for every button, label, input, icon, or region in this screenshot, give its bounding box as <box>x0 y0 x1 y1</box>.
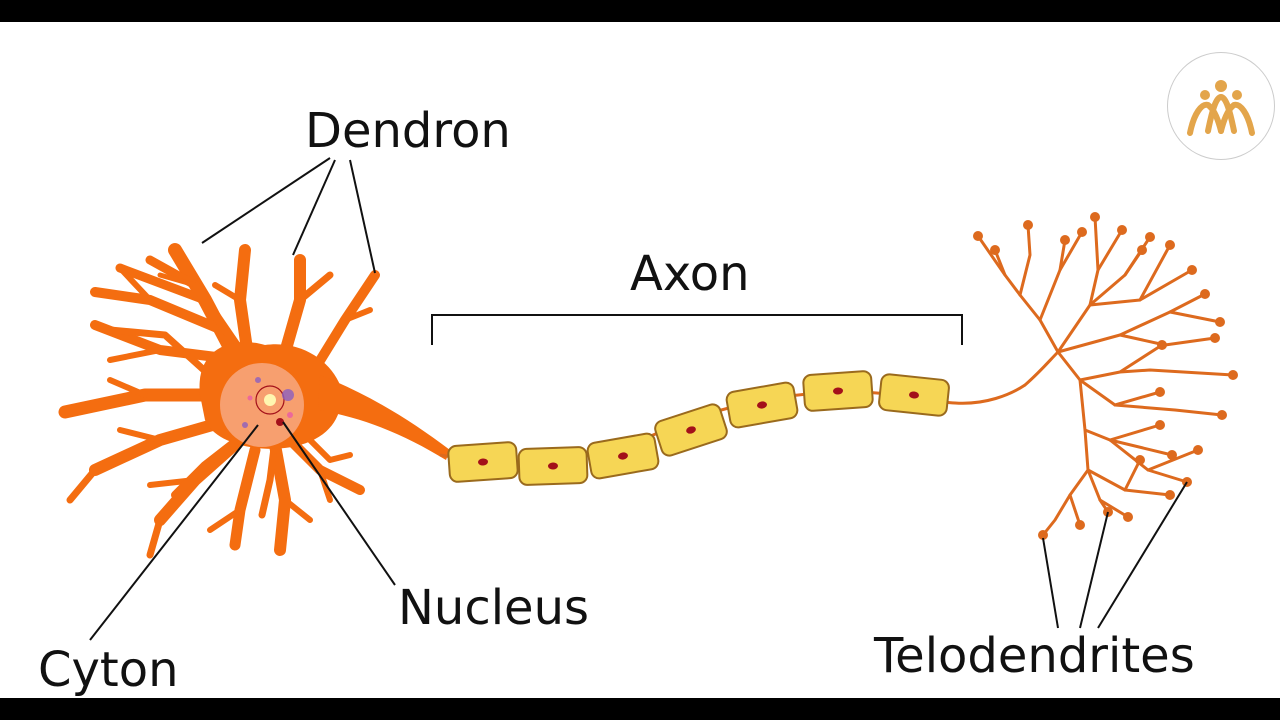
axon-bracket <box>431 314 963 345</box>
schwann-cell <box>802 370 874 412</box>
letterbox-bottom <box>0 698 1280 720</box>
telodendrites-leader-3 <box>1097 481 1188 629</box>
telodendrite-branch <box>1118 368 1235 377</box>
schwann-cell <box>586 432 660 480</box>
synaptic-knob <box>1215 317 1225 327</box>
cyton-leader <box>89 424 259 641</box>
synaptic-knob <box>1167 450 1177 460</box>
synaptic-knob <box>1075 520 1085 530</box>
telodendrite-branch <box>1078 378 1174 457</box>
telodendrite-branch <box>1041 468 1090 537</box>
schwann-cell <box>725 381 799 429</box>
schwann-cell <box>878 373 950 417</box>
dendron-leader-1 <box>201 157 331 244</box>
telodendrite-branch <box>1058 230 1084 272</box>
telodendrite-branch <box>1108 423 1162 442</box>
telodendrite-branch <box>1056 292 1207 354</box>
synaptic-knob <box>990 245 1000 255</box>
synaptic-knob <box>1217 410 1227 420</box>
synaptic-knob <box>1210 333 1220 343</box>
dendron-leader-3 <box>349 159 376 274</box>
telodendrite-branch <box>1168 310 1222 324</box>
synaptic-knob <box>1023 220 1033 230</box>
synaptic-knob <box>1137 245 1147 255</box>
synaptic-knob <box>1155 387 1165 397</box>
letterbox-top <box>0 0 1280 22</box>
synaptic-knob <box>1187 265 1197 275</box>
synaptic-knob <box>1165 490 1175 500</box>
label-nucleus: Nucleus <box>398 580 590 636</box>
synaptic-knob <box>1090 212 1100 222</box>
label-cyton: Cyton <box>38 642 179 698</box>
synaptic-knob <box>1145 232 1155 242</box>
telodendrite-branch <box>1083 428 1172 497</box>
synaptic-knob <box>1117 225 1127 235</box>
synaptic-knob <box>973 231 983 241</box>
telodendrite-branch <box>1068 493 1082 527</box>
telodendrite-branch <box>1038 238 1067 322</box>
synaptic-knob <box>1135 455 1145 465</box>
telodendrites-leader-2 <box>1079 511 1109 629</box>
synaptic-knob <box>1155 420 1165 430</box>
schwann-cell <box>447 441 519 483</box>
telodendrite-branch <box>1078 378 1162 407</box>
synaptic-knob <box>1157 340 1167 350</box>
label-telodendrites: Telodendrites <box>874 628 1195 684</box>
nucleus-leader <box>282 421 396 586</box>
synaptic-knob <box>1060 235 1070 245</box>
telodendrite-branch <box>1113 403 1224 417</box>
axon-hillock <box>318 375 450 460</box>
diagram-canvas: Dendron Axon Nucleus Cyton Telodendrites <box>0 22 1280 698</box>
synaptic-knob <box>1165 240 1175 250</box>
dendron-leader-2 <box>292 159 336 256</box>
telodendrite-branch <box>1056 343 1164 382</box>
label-dendron: Dendron <box>305 103 511 159</box>
telodendrite-branch <box>976 234 1060 354</box>
synaptic-knob <box>1123 512 1133 522</box>
telodendrites <box>973 212 1238 540</box>
telodendrite-branch <box>1096 228 1124 272</box>
logo <box>1167 52 1275 160</box>
telodendrite-branch <box>1123 248 1144 277</box>
neuron-diagram <box>58 157 1238 641</box>
telodendrite-branch <box>1018 223 1032 297</box>
synaptic-knob <box>1193 445 1203 455</box>
myelin-sheath <box>447 370 950 486</box>
synaptic-knob <box>1077 227 1087 237</box>
people-group-logo-icon <box>1187 80 1255 136</box>
synaptic-knob <box>1228 370 1238 380</box>
schwann-cell <box>517 446 589 486</box>
telodendrite-branch <box>1098 498 1130 519</box>
telodendrite-branch <box>1146 468 1189 484</box>
telodendrites-leader-1 <box>1042 537 1059 629</box>
nucleus <box>220 363 304 447</box>
synaptic-knob <box>1200 289 1210 299</box>
schwann-cell <box>654 403 728 457</box>
synaptic-knob <box>1038 530 1048 540</box>
telodendrite-branch <box>1138 268 1194 302</box>
label-axon: Axon <box>630 246 750 302</box>
leader-lines <box>89 157 1188 641</box>
telodendrite-branch <box>1123 458 1142 492</box>
telodendrite-branch <box>1118 333 1217 347</box>
telodendrite-branch <box>1023 350 1060 387</box>
telodendrite-branch <box>1056 215 1100 354</box>
